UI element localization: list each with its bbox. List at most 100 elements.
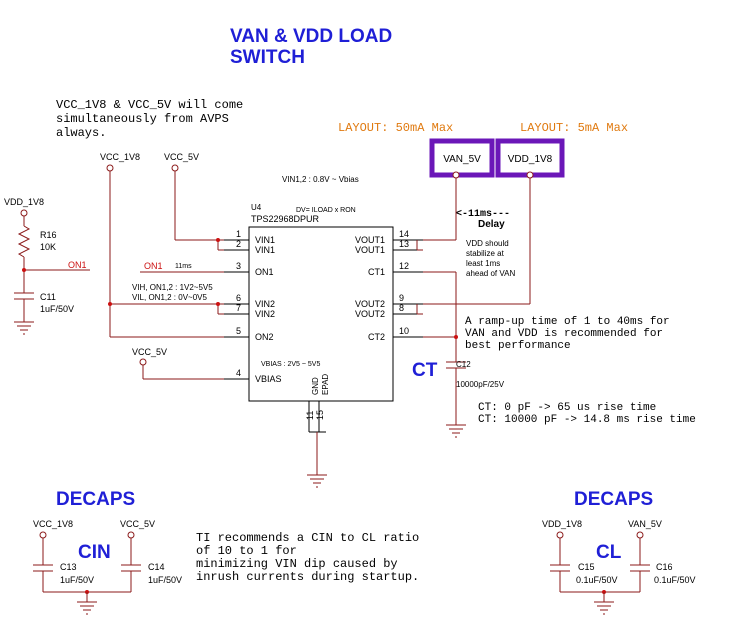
- r16-resistor: [17, 225, 31, 258]
- pin-name-vout1-a: VOUT1: [355, 235, 385, 245]
- c14-ref: C14: [148, 562, 165, 572]
- pin-name-vout1-b: VOUT1: [355, 245, 385, 255]
- ct-note-1: CT: 0 pF -> 65 us rise time: [478, 402, 656, 414]
- ramp-note-1: A ramp-up time of 1 to 40ms for: [465, 316, 670, 328]
- pin-name-vin1-a: VIN1: [255, 235, 275, 245]
- junction-ct: [454, 335, 458, 339]
- decaps-right-ground-symbol: [594, 601, 614, 615]
- pin-num-3: 3: [236, 261, 241, 271]
- van-5v-terminal: [452, 171, 460, 179]
- note-vcc-line-1: VCC_1V8 & VCC_5V will come: [56, 98, 243, 112]
- decaps-left-ground-symbol: [77, 601, 97, 615]
- ct-label: CT: [412, 360, 438, 381]
- c11-capacitor: [14, 292, 34, 300]
- pin-name-vout2-a: VOUT2: [355, 299, 385, 309]
- c14-capacitor: [121, 564, 141, 572]
- pin-name-vout2-b: VOUT2: [355, 309, 385, 319]
- c16-value: 0.1uF/50V: [654, 575, 696, 585]
- pin-num-1: 1: [236, 229, 241, 239]
- pin-num-2: 2: [236, 239, 241, 249]
- note-vcc-line-2: simultaneously from AVPS: [56, 112, 229, 126]
- c14-terminal: [127, 531, 135, 539]
- pin-num-6: 6: [236, 293, 241, 303]
- ti-note-1: TI recommends a CIN to CL ratio: [196, 531, 419, 545]
- pin-name-vin2-b: VIN2: [255, 309, 275, 319]
- decaps-right-heading: DECAPS: [574, 489, 653, 510]
- c11-value: 1uF/50V: [40, 304, 74, 314]
- ramp-note-3: best performance: [465, 340, 571, 352]
- cl-label: CL: [596, 542, 622, 563]
- port-vdd-label: VDD_1V8: [508, 154, 553, 165]
- layout-note-van: LAYOUT: 50mA Max: [338, 121, 453, 135]
- pin-num-14: 14: [399, 229, 409, 239]
- net-vdd-1v8-terminal: [20, 209, 28, 217]
- c16-capacitor: [630, 564, 650, 572]
- junction-vin2: [216, 302, 220, 306]
- net-vcc-5v-bias-terminal: [139, 358, 147, 366]
- c12-ref: C12: [456, 360, 471, 369]
- ti-note-4: inrush currents during startup.: [196, 570, 419, 584]
- pin-num-11: 11: [305, 411, 315, 420]
- pin-name-on2: ON2: [255, 332, 274, 342]
- junction-vin1: [216, 238, 220, 242]
- c15-terminal: [556, 531, 564, 539]
- cin-label: CIN: [78, 542, 111, 563]
- pin-name-epad: EPAD: [321, 374, 330, 395]
- delay-word: Delay: [478, 219, 505, 230]
- vdd-stabilize-4: ahead of VAN: [466, 269, 515, 278]
- pin-num-7: 7: [236, 303, 241, 313]
- c12-value: 10000pF/25V: [456, 380, 505, 389]
- net-vcc-1v8-terminal: [106, 164, 114, 172]
- c15-capacitor: [550, 564, 570, 572]
- decaps-left-net2: VCC_5V: [120, 519, 155, 529]
- title-line-2: SWITCH: [230, 47, 305, 68]
- net-vcc-5v-bias-label: VCC_5V: [132, 347, 167, 357]
- net-vdd-1v8-label: VDD_1V8: [4, 197, 44, 207]
- c15-ref: C15: [578, 562, 595, 572]
- c14-value: 1uF/50V: [148, 575, 182, 585]
- c12-ground-symbol: [446, 424, 466, 438]
- r16-value: 10K: [40, 242, 56, 252]
- pin-name-ct1: CT1: [368, 267, 385, 277]
- net-vcc-5v-terminal: [171, 164, 179, 172]
- c11-ground-symbol: [14, 321, 34, 335]
- ti-note-2: of 10 to 1 for: [196, 544, 297, 558]
- dv-note: DV= ILOAD x RON: [296, 207, 356, 214]
- on1-net-label-left: ON1: [68, 260, 87, 270]
- on1-net-label-right: ON1: [144, 261, 163, 271]
- decaps-left-net1: VCC_1V8: [33, 519, 73, 529]
- net-vcc-1v8-label: VCC_1V8: [100, 152, 140, 162]
- c13-ref: C13: [60, 562, 77, 572]
- ic-part: TPS22968DPUR: [251, 214, 320, 224]
- c16-ref: C16: [656, 562, 673, 572]
- vin-range-note: VIN1,2 : 0.8V ~ Vbias: [282, 175, 359, 184]
- ic-ground-symbol: [307, 474, 327, 488]
- port-vdd-1v8: VDD_1V8: [495, 138, 565, 178]
- vil-note: VIL, ON1,2 : 0V~0V5: [132, 293, 207, 302]
- junction-on1: [22, 268, 26, 272]
- pin-num-8: 8: [399, 303, 404, 313]
- c15-value: 0.1uF/50V: [576, 575, 618, 585]
- pin-num-15: 15: [315, 410, 325, 420]
- on1-delay-note: 11ms: [175, 263, 192, 270]
- ic-right-pins: [393, 239, 423, 338]
- pin-num-10: 10: [399, 326, 409, 336]
- port-van-label: VAN_5V: [443, 154, 481, 165]
- pin-name-vin2-a: VIN2: [255, 299, 275, 309]
- pin-name-ct2: CT2: [368, 332, 385, 342]
- c16-terminal: [636, 531, 644, 539]
- net-vcc-5v-label: VCC_5V: [164, 152, 199, 162]
- delay-arrow: <-11ms---: [456, 209, 510, 220]
- vih-note: VIH, ON1,2 : 1V2~5V5: [132, 283, 213, 292]
- vdd-stabilize-2: stabilize at: [466, 249, 505, 258]
- pin-num-4: 4: [236, 368, 241, 378]
- vdd-stabilize-3: least 1ms: [466, 259, 500, 268]
- pin-name-gnd: GND: [311, 377, 320, 395]
- r16-ref: R16: [40, 230, 57, 240]
- vdd-1v8-terminal: [526, 171, 534, 179]
- vdd-stabilize-1: VDD should: [466, 239, 509, 248]
- port-van-5v: VAN_5V: [429, 138, 495, 178]
- note-vcc-line-3: always.: [56, 126, 106, 140]
- pin-name-on1: ON1: [255, 267, 274, 277]
